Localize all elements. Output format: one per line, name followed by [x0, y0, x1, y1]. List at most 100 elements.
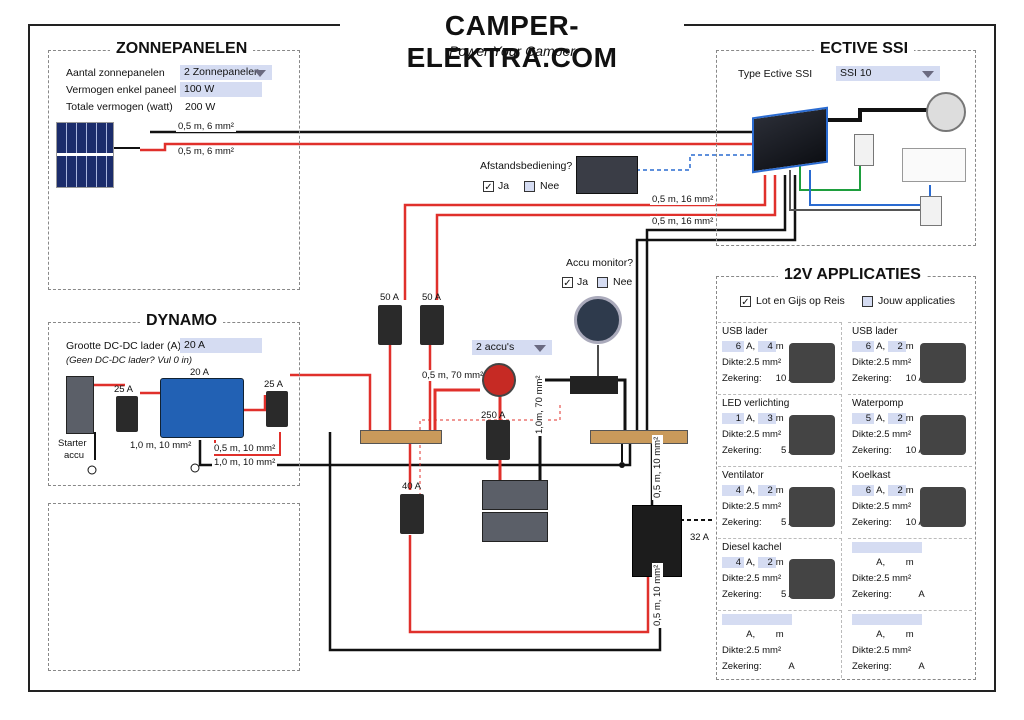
- ac-earth-wire: [799, 150, 861, 191]
- apps-opt2-checkbox[interactable]: [862, 296, 873, 307]
- meter-unit: m: [775, 413, 784, 424]
- dynamo-wire3-label: 1,0 m, 10 mm²: [212, 457, 278, 468]
- battery-count-select[interactable]: 2 accu's: [472, 340, 552, 355]
- amp-unit: A,: [876, 341, 886, 352]
- appliance-name[interactable]: [852, 542, 922, 553]
- appliance-length-input[interactable]: 2: [887, 341, 906, 352]
- meter-unit: m: [775, 629, 784, 640]
- solar-count-label: Aantal zonnepanelen: [66, 67, 165, 79]
- fuse-value: 10: [775, 373, 787, 384]
- appliance-thickness-row: Dikte:2.5 mm²: [852, 501, 911, 512]
- appliance-amp-input[interactable]: 5: [852, 413, 874, 424]
- appliance-name[interactable]: Koelkast: [852, 470, 891, 481]
- thickness-label: Dikte:: [722, 645, 747, 656]
- dynamo-fuse2-label: 25 A: [264, 379, 284, 390]
- monitor-yes-checkbox[interactable]: ✓: [562, 277, 573, 289]
- starter-label-2: accu: [64, 450, 85, 461]
- dynamo-size-input[interactable]: 20 A: [180, 338, 262, 353]
- appliance-name[interactable]: USB lader: [852, 326, 898, 337]
- main-fuse-icon: [486, 420, 510, 460]
- wall-socket-icon: [902, 148, 966, 182]
- negative-busbar: [590, 430, 688, 444]
- appliance-name[interactable]: USB lader: [722, 326, 768, 337]
- dc-dc-charger-icon: [160, 378, 244, 438]
- thickness-label: Dikte:: [852, 645, 877, 656]
- battery-switch-icon[interactable]: [482, 363, 516, 397]
- thickness-label: Dikte:: [722, 501, 747, 512]
- appliance-name[interactable]: Waterpomp: [852, 398, 904, 409]
- charger-label: 20 A: [190, 367, 210, 378]
- dynamo-charger-positive: [240, 395, 267, 412]
- fuse-label: Zekering:: [722, 589, 762, 600]
- monitor-no-checkbox[interactable]: [597, 277, 608, 288]
- meter-unit: m: [905, 341, 914, 352]
- appliance-length-input[interactable]: 2: [887, 485, 906, 496]
- battery-2-icon: [482, 512, 548, 542]
- appliance-length-input[interactable]: 2: [757, 485, 776, 496]
- appliance-image: [920, 343, 966, 383]
- fuse-label: Zekering:: [852, 445, 892, 456]
- monitor-yes-label: Ja: [577, 276, 589, 288]
- inverter-positive-wire-a: [403, 175, 767, 300]
- inverter-wire2-label: 0,5 m, 16 mm²: [650, 216, 716, 227]
- starter-label: Starter: [58, 438, 87, 449]
- thickness-label: Dikte:: [722, 429, 747, 440]
- appliance-length-input[interactable]: 2: [887, 413, 906, 424]
- meter-unit: m: [905, 629, 914, 640]
- appliance-name[interactable]: LED verlichting: [722, 398, 790, 409]
- dynamo-negative-wire: [198, 440, 632, 467]
- meter-unit: m: [775, 557, 784, 568]
- remote-question: Afstandsbediening?: [480, 160, 573, 172]
- appliance-amp-input[interactable]: 4: [722, 485, 744, 496]
- appliance-length-input[interactable]: 3: [757, 413, 776, 424]
- remote-no-checkbox[interactable]: [524, 181, 535, 192]
- appliance-amp-input[interactable]: 6: [722, 341, 744, 352]
- wire-40a-fusebox: [408, 535, 650, 634]
- fuse-40a-icon: [400, 494, 424, 534]
- fuse-40a-label: 40 A: [402, 481, 422, 492]
- fuse-value: 10: [905, 445, 917, 456]
- inverter-type-select[interactable]: SSI 10: [836, 66, 940, 81]
- appliance-amp-input[interactable]: 6: [852, 341, 874, 352]
- inverter-image: [752, 106, 828, 174]
- positive-busbar: [360, 430, 442, 444]
- appliance-name[interactable]: [852, 614, 922, 625]
- appliance-name[interactable]: [722, 614, 792, 625]
- solar-total-value: 200 W: [185, 101, 216, 113]
- appliance-fuse-row: Zekering: 10 A: [722, 373, 795, 384]
- dynamo-fuse2-icon: [266, 391, 288, 427]
- solar-count-select[interactable]: 2 Zonnepanelen: [180, 65, 272, 80]
- solar-power-input[interactable]: 100 W: [180, 82, 262, 97]
- appliance-amp-input[interactable]: 6: [852, 485, 874, 496]
- fuse-value: 5: [780, 445, 787, 456]
- appliance-amp-input[interactable]: 4: [722, 557, 744, 568]
- apps-opt1-checkbox[interactable]: ✓: [740, 296, 751, 308]
- appliance-length-input[interactable]: 2: [757, 557, 776, 568]
- amp-unit: A,: [876, 485, 886, 496]
- appliance-name[interactable]: Diesel kachel: [722, 542, 782, 553]
- remote-yes-checkbox[interactable]: ✓: [483, 181, 494, 193]
- solar-panel-image: [56, 122, 114, 188]
- appliance-name[interactable]: Ventilator: [722, 470, 764, 481]
- appliance-fuse-row: Zekering: 5 A: [722, 445, 795, 456]
- appliance-amp-input[interactable]: 1: [722, 413, 744, 424]
- appliance-fuse-row: Zekering: A: [852, 661, 925, 672]
- thickness-label: Dikte:: [852, 573, 877, 584]
- thickness-value: 2.5 mm²: [746, 573, 782, 584]
- thickness-value: 2.5 mm²: [876, 645, 912, 656]
- dynamo-wire2-label: 0,5 m, 10 mm²: [212, 443, 278, 454]
- dynamo-note: (Geen DC-DC lader? Vul 0 in): [66, 355, 193, 366]
- apps-opt1-label: Lot en Gijs op Reis: [756, 295, 845, 307]
- appliance-current-row: A, m: [852, 629, 914, 640]
- appliance-thickness-row: Dikte:2.5 mm²: [852, 429, 911, 440]
- appliance-length-input[interactable]: 4: [757, 341, 776, 352]
- fuse-value: 5: [780, 589, 787, 600]
